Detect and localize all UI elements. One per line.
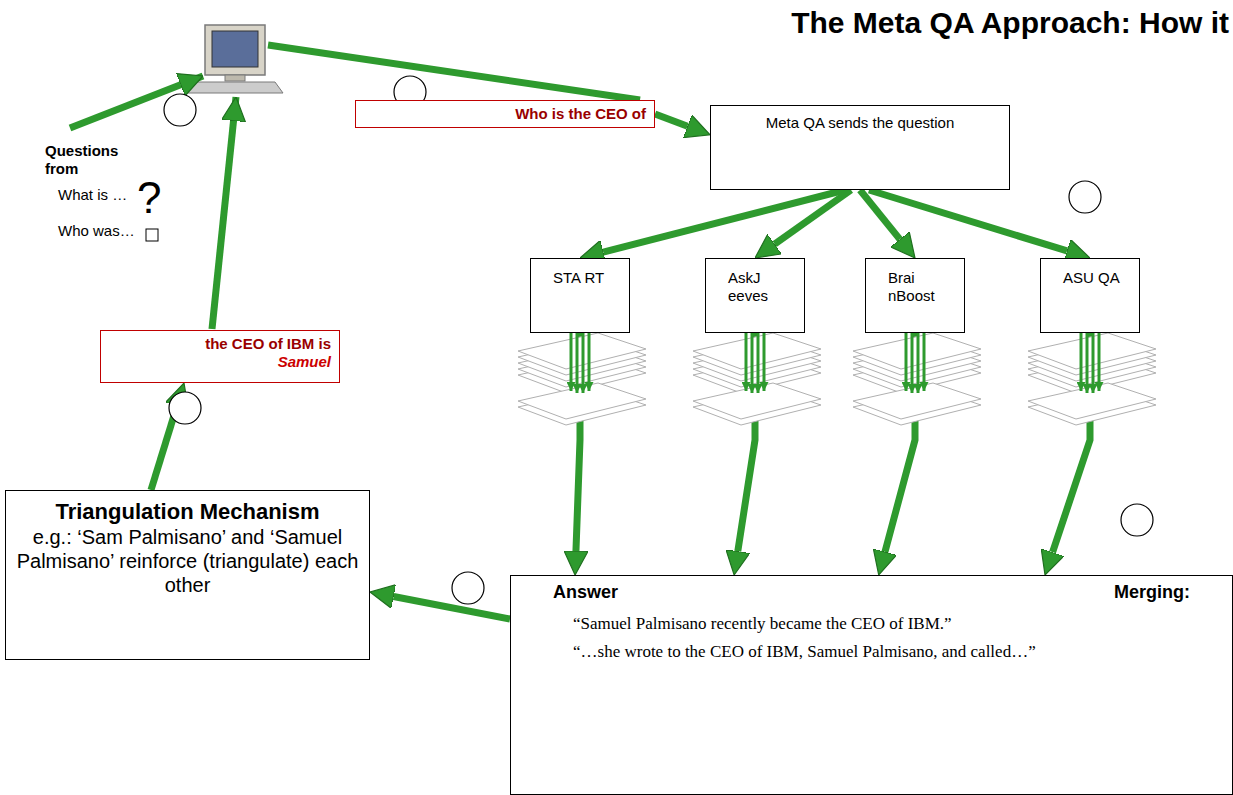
qa-system-box: AskJ eeves [705, 258, 805, 333]
node-heading: ASU QA [1063, 269, 1133, 287]
heading-row: Answer Merging: [523, 578, 1220, 604]
flow-arrow [869, 190, 1067, 251]
document-stack [853, 333, 981, 425]
answer-merging-box: Answer Merging: “Samuel Palmisano recently… [510, 575, 1233, 795]
node-heading: Who is the CEO of [364, 105, 646, 123]
flow-arrow [775, 190, 851, 244]
flow-arrow [655, 114, 688, 126]
step-circle [452, 572, 484, 604]
step-circle [164, 94, 196, 126]
node-heading: the CEO of IBM is [109, 335, 331, 353]
document-stack [518, 333, 646, 425]
question-mark: ? [137, 172, 173, 225]
qa-system-box: Brai nBoost [865, 258, 965, 333]
step-circle [169, 392, 201, 424]
document-stack [1028, 333, 1156, 425]
node-text: “Samuel Palmisano recently became the CE… [533, 614, 1210, 634]
question-symbol [146, 229, 158, 241]
node-heading: Triangulation Mechanism [16, 499, 359, 525]
query-box: Who is the CEO of [355, 100, 655, 128]
flow-arrow [212, 97, 236, 329]
triangulation-box: Triangulation Mechanisme.g.: ‘Sam Palmis… [5, 490, 370, 660]
step-circle [1069, 181, 1101, 213]
flow-arrow [394, 597, 510, 619]
node-text: Samuel [109, 353, 331, 371]
note-text: Who was… [58, 222, 138, 240]
process-box: Meta QA sends the question [710, 105, 1010, 190]
node-heading: Answer [553, 582, 618, 604]
document-stack [693, 333, 821, 425]
node-text: Merging: [1114, 582, 1190, 604]
qa-system-box: STA RT [530, 258, 630, 333]
node-heading: Meta QA sends the question [721, 114, 999, 132]
node-heading: STA RT [553, 269, 623, 287]
node-text: “…she wrote to the CEO of IBM, Samuel Pa… [533, 642, 1210, 662]
computer-icon [187, 25, 283, 93]
flow-line [268, 45, 640, 100]
diagram-title: The Meta QA Approach: How it [791, 6, 1229, 40]
answer-box: the CEO of IBM isSamuel [100, 330, 340, 383]
node-heading: Brai nBoost [888, 269, 958, 305]
note-text: Questions from [45, 142, 155, 178]
node-heading: AskJ eeves [728, 269, 798, 305]
note-text: What is … [58, 186, 138, 204]
node-text: e.g.: ‘Sam Palmisano’ and ‘Samuel Palmis… [16, 525, 359, 597]
qa-system-box: ASU QA [1040, 258, 1140, 333]
step-circle [1121, 504, 1153, 536]
flow-arrow [70, 76, 203, 128]
